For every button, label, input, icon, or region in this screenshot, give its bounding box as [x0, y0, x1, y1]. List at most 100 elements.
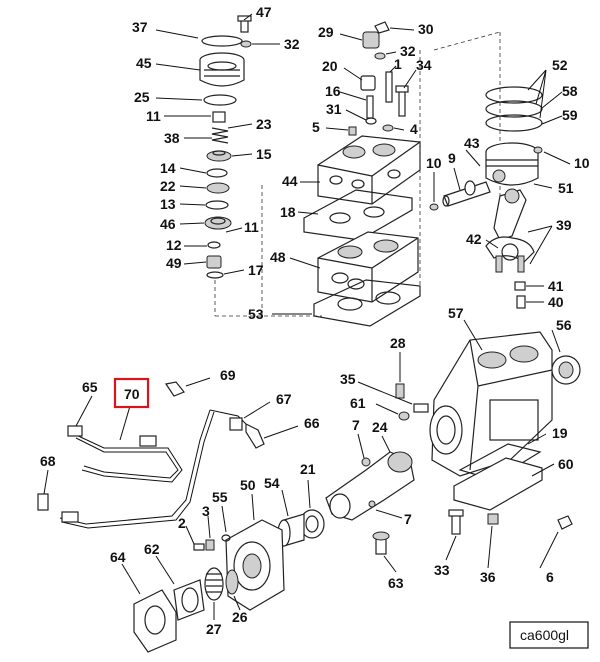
callout-28: 28	[390, 335, 406, 351]
callout-48: 48	[270, 249, 286, 265]
part-32b-washer	[374, 52, 386, 60]
part-46-valve	[204, 216, 232, 230]
reference-code: ca600gl	[520, 627, 569, 643]
part-35-fitting	[413, 403, 429, 413]
part-39-connecting-rod	[493, 189, 527, 241]
part-32a-washer	[240, 40, 252, 48]
callout-25: 25	[134, 89, 150, 105]
callout-26: 26	[232, 609, 248, 625]
callout-54: 54	[264, 475, 280, 491]
piston-assembly	[429, 86, 543, 309]
callout-42: 42	[466, 231, 482, 247]
part-49-cage	[206, 255, 222, 269]
callout-37: 37	[132, 19, 148, 35]
callout-31: 31	[326, 101, 342, 117]
part-5-screw	[348, 126, 357, 136]
callout-57: 57	[448, 305, 464, 321]
callout-35: 35	[340, 371, 356, 387]
callout-15: 15	[256, 146, 272, 162]
callout-20: 20	[322, 58, 338, 74]
leader-lines	[43, 13, 571, 620]
callout-22: 22	[160, 178, 176, 194]
part-61-washer	[398, 411, 410, 421]
valve-stack	[199, 15, 322, 317]
part-7b-plug	[368, 500, 376, 508]
part-47-head	[237, 15, 252, 22]
callout-32a: 32	[284, 36, 300, 52]
part-22-bearing	[206, 182, 230, 194]
part-66-elbow	[245, 423, 265, 449]
callout-59: 59	[562, 107, 578, 123]
callout-52: 52	[552, 57, 568, 73]
part-55-washer	[221, 534, 231, 542]
callout-51: 51	[558, 180, 574, 196]
callout-29: 29	[318, 24, 334, 40]
callout-27: 27	[206, 621, 222, 637]
part-70-tube	[73, 433, 183, 483]
part-30-plug	[374, 21, 390, 34]
part-58-ring	[485, 100, 543, 118]
callout-65: 65	[82, 379, 98, 395]
part-34-bolt	[398, 89, 406, 117]
part-10a-clip	[429, 203, 439, 211]
callout-18: 18	[280, 204, 296, 220]
callout-7a: 7	[352, 417, 360, 433]
callout-56: 56	[556, 317, 572, 333]
callout-17: 17	[248, 262, 264, 278]
callout-64: 64	[110, 549, 126, 565]
callout-49: 49	[166, 255, 182, 271]
callout-34: 34	[416, 57, 432, 73]
callout-61: 61	[350, 395, 366, 411]
callout-43: 43	[464, 135, 480, 151]
crankcase-assembly	[395, 331, 581, 535]
callout-11b: 11	[244, 219, 259, 235]
callout-46: 46	[160, 216, 176, 232]
callout-68: 68	[40, 453, 56, 469]
part-45-cap-body	[199, 60, 245, 87]
callout-60: 60	[558, 456, 574, 472]
part-37-oring	[201, 35, 243, 47]
part-2-screw	[193, 543, 205, 551]
part-26-ring	[225, 569, 239, 595]
callout-44: 44	[282, 173, 298, 189]
callout-53: 53	[248, 306, 264, 322]
callout-6: 6	[546, 569, 554, 585]
callout-23: 23	[256, 116, 272, 132]
callout-2: 2	[178, 515, 186, 531]
part-69-clip	[165, 381, 185, 397]
part-11a-nut	[212, 111, 226, 123]
callout-16: 16	[325, 83, 341, 99]
callout-10a: 10	[426, 155, 442, 171]
callout-47: 47	[256, 4, 272, 20]
part-14-disc	[206, 168, 228, 178]
callout-9: 9	[448, 150, 456, 166]
callout-41: 41	[548, 278, 564, 294]
part-15-seat	[206, 150, 232, 162]
callout-33: 33	[434, 562, 450, 578]
callout-30: 30	[418, 21, 434, 37]
callout-62: 62	[144, 541, 160, 557]
callout-67: 67	[276, 391, 292, 407]
part-44-cylinder-head	[317, 135, 421, 205]
part-53-gasket	[313, 279, 421, 327]
callout-7b: 7	[404, 511, 412, 527]
part-27-gear	[204, 567, 224, 601]
callout-32b: 32	[400, 43, 416, 59]
callout-69: 69	[220, 367, 236, 383]
part-67-tube	[59, 409, 211, 525]
part-36-nut	[487, 513, 499, 525]
callout-66: 66	[304, 415, 320, 431]
callout-1: 1	[394, 56, 402, 72]
callout-10b: 10	[574, 155, 590, 171]
part-41-nut	[514, 281, 526, 291]
part-23-spring	[211, 127, 229, 144]
callout-63: 63	[388, 575, 404, 591]
callout-labels: 47 37 32 29 30 32 45 20 1 34 52 25 16 58…	[40, 4, 590, 637]
part-25-gasket	[203, 94, 237, 106]
part-10b-clip	[533, 146, 543, 154]
part-16-screw	[366, 95, 374, 119]
highlight-box-70	[113, 377, 150, 409]
callout-58: 58	[562, 83, 578, 99]
